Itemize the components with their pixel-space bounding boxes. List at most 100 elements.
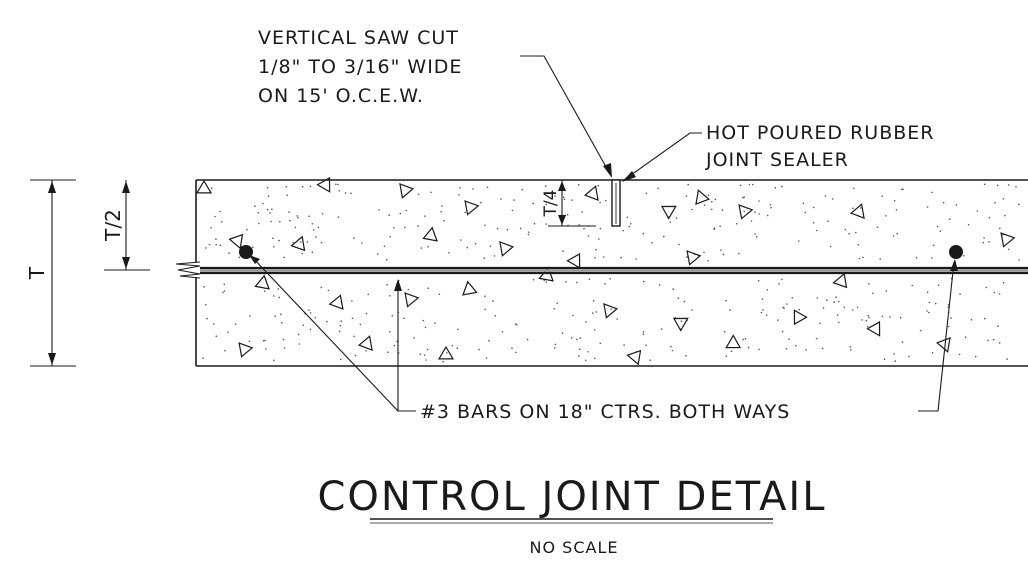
stipple-dot	[859, 207, 862, 209]
stipple-dot	[1007, 248, 1010, 251]
stipple-dot	[928, 311, 930, 314]
stipple-dot	[743, 210, 745, 213]
stipple-dot	[246, 228, 248, 231]
stipple-dot	[248, 340, 251, 343]
stipple-dot	[367, 293, 370, 296]
stipple-dot	[339, 324, 342, 327]
dimension-t-label: T	[25, 266, 49, 280]
stipple-dot	[294, 226, 297, 229]
stipple-dot	[472, 188, 474, 190]
aggregate-triangle	[1000, 232, 1016, 248]
saw-cut-note-line-2: 1/8" TO 3/16" WIDE	[258, 56, 462, 78]
stipple-dot	[519, 227, 522, 230]
stipple-dot	[902, 188, 904, 190]
stipple-dot	[340, 320, 343, 322]
stipple-dot	[417, 225, 419, 227]
stipple-dot	[210, 187, 213, 189]
stipple-dot	[511, 347, 513, 350]
aggregate-triangle	[686, 250, 702, 266]
stipple-dot	[434, 322, 436, 324]
stipple-dot	[725, 299, 727, 302]
stipple-dot	[791, 297, 793, 299]
stipple-dot	[594, 257, 596, 259]
stipple-dot	[515, 323, 517, 325]
stipple-dot	[866, 326, 869, 328]
stipple-dot	[754, 233, 756, 235]
stipple-dot	[892, 235, 895, 237]
stipple-dot	[685, 195, 688, 197]
stipple-dot	[378, 209, 380, 211]
stipple-dot	[223, 283, 226, 286]
stipple-dot	[881, 315, 884, 318]
stipple-dot	[1018, 203, 1020, 206]
stipple-dot	[338, 330, 341, 333]
stipple-dot	[605, 199, 607, 202]
stipple-dot	[309, 185, 312, 188]
stipple-dot	[206, 317, 208, 320]
stipple-dot	[545, 223, 548, 225]
stipple-dot	[964, 336, 967, 339]
stipple-dot	[577, 355, 580, 357]
stipple-dot	[821, 347, 824, 350]
aggregate-triangle	[404, 292, 420, 308]
stipple-dot	[816, 297, 819, 299]
stipple-dot	[262, 340, 265, 342]
stipple-dot	[281, 321, 283, 324]
stipple-dot	[805, 349, 807, 351]
stipple-dot	[915, 256, 918, 259]
stipple-dot	[393, 344, 396, 347]
stipple-dot	[758, 213, 760, 215]
stipple-dot	[777, 319, 779, 321]
stipple-dot	[300, 241, 302, 243]
stipple-dot	[781, 185, 783, 188]
stipple-dot	[710, 208, 713, 211]
stipple-dot	[353, 237, 355, 239]
stipple-dot	[736, 223, 738, 225]
stipple-dot	[314, 317, 317, 319]
stipple-dot	[691, 208, 693, 211]
stipple-dot	[427, 287, 430, 290]
stipple-dot	[273, 246, 275, 248]
stipple-dot	[758, 200, 760, 202]
stipple-dot	[671, 349, 674, 352]
stipple-dot	[657, 187, 659, 190]
aggregate-triangle	[793, 309, 808, 326]
stipple-dot	[714, 198, 717, 201]
stipple-dot	[526, 338, 529, 341]
stipple-dot	[602, 256, 605, 258]
stipple-dot	[258, 222, 260, 225]
stipple-dot	[743, 196, 745, 198]
stipple-dot	[879, 258, 881, 260]
stipple-dot	[798, 308, 800, 311]
stipple-dot	[950, 317, 952, 319]
stipple-dot	[635, 258, 637, 260]
stipple-dot	[747, 346, 750, 349]
stipple-dot	[868, 316, 870, 319]
stipple-dot	[269, 212, 272, 214]
stipple-dot	[483, 257, 486, 260]
stipple-dot	[566, 213, 569, 216]
stipple-dot	[722, 253, 725, 256]
stipple-dot	[730, 350, 733, 353]
aggregate-triangle	[254, 274, 270, 290]
stipple-dot	[494, 314, 497, 317]
stipple-dot	[876, 226, 879, 229]
stipple-dot	[438, 293, 441, 296]
stipple-dot	[262, 202, 264, 205]
stipple-dot	[493, 255, 496, 257]
stipple-dot	[598, 238, 600, 240]
stipple-dot	[553, 308, 555, 310]
stipple-dot	[351, 300, 353, 302]
stipple-dot	[765, 314, 768, 317]
stipple-dot	[389, 331, 391, 333]
stipple-dot	[967, 223, 970, 226]
stipple-dot	[844, 228, 847, 231]
stipple-dot	[835, 296, 837, 298]
stipple-dot	[868, 283, 870, 285]
stipple-dot	[419, 353, 422, 356]
stipple-dot	[751, 183, 754, 186]
stipple-dot	[959, 293, 961, 296]
stipple-dot	[963, 255, 965, 257]
stipple-dot	[572, 314, 574, 317]
stipple-dot	[309, 328, 312, 331]
